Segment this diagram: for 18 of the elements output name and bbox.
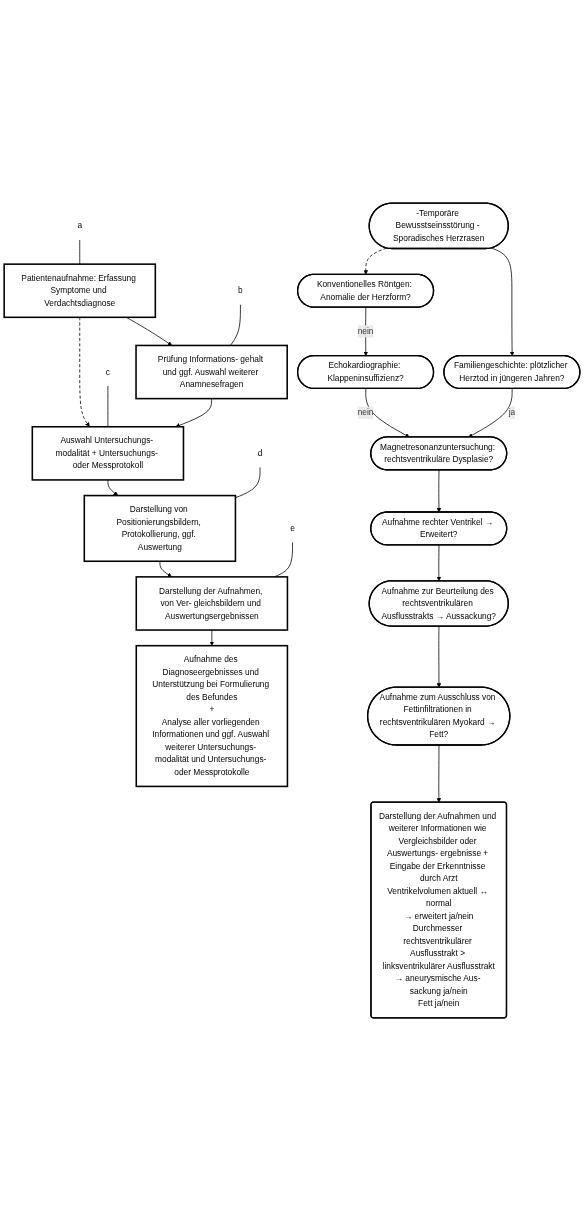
connector bbox=[79, 239, 81, 265]
node-box: Aufnahme des Diagnoseergebnisses und Unterstützung bei Formulierung des Befundes + Analyse aller vorliegenden Informationen und ggf. Auswahl weiterer Untersuchungs- modalität und Untersuchungs- oder Messprotokolle bbox=[135, 644, 289, 788]
node-text: c bbox=[105, 367, 110, 377]
edge-label: nein bbox=[357, 408, 374, 417]
edge-label: ja bbox=[508, 408, 516, 417]
node-box: Auswahl Untersuchungs- modalität + Untersuchungs- oder Messprotokoll bbox=[31, 426, 185, 481]
connector bbox=[235, 467, 261, 499]
node-box: Prüfung Informations- gehalt und ggf. Auswahl weiterer Anamnesefragen bbox=[135, 344, 288, 400]
node-box: Patientenaufnahme: Erfassung Symptome und Verdachtsdiagnose bbox=[3, 263, 157, 319]
connector bbox=[107, 385, 109, 428]
node-text: b bbox=[238, 286, 243, 295]
node-box: Darstellung von Positionierungsbildern, Protokollierung, ggf. Auswertung bbox=[83, 494, 237, 562]
node-text: d bbox=[257, 448, 263, 458]
edge-label: nein bbox=[357, 326, 374, 336]
connector bbox=[230, 304, 241, 346]
node-text: a bbox=[77, 221, 83, 230]
node-box: Darstellung der Aufnahmen, von Ver- gleichsbildern und Auswertungsergebnissen bbox=[135, 576, 289, 631]
node-text: e bbox=[290, 523, 295, 533]
